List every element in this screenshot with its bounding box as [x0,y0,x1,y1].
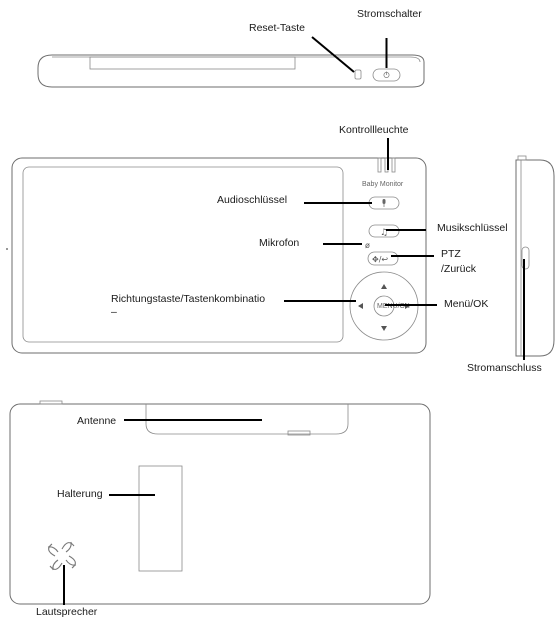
antenna-notch [287,430,311,436]
ptz-back-key [367,251,399,266]
top-bump [39,400,63,405]
speaker-grille-icon [47,541,77,571]
music-note-icon: ♫ [380,228,388,238]
ok-button-text: MENU/OK [377,303,410,310]
arrow-down-icon [381,326,387,331]
holder-label: Halterung [57,488,103,500]
power-switch [372,68,401,82]
reset-label: Reset-Taste [249,22,305,34]
side-view: Stromanschluss [467,155,555,374]
screen [22,166,344,343]
top-view: Reset-Taste Stromschalter [37,8,425,88]
reset-button [354,69,362,80]
side-dot [6,248,8,250]
direction-label-cont: – [111,306,117,318]
reset-leader [311,36,355,73]
direction-label: Richtungstaste/Tastenkombinatio [111,293,265,305]
arrow-up-icon [381,284,387,289]
indicator-lights [377,157,396,173]
front-view: Baby Monitor ♫ ø ✥/↩ MENU/OK Kontrollleu… [6,124,508,354]
power-icon [383,71,390,78]
arrow-left-icon [358,303,363,309]
power-port-label: Stromanschluss [467,362,542,374]
back-label: /Zurück [441,263,477,275]
microphone-hole: ø [365,241,370,250]
menu-ok-label: Menü/OK [444,298,488,310]
speaker-label: Lautsprecher [36,606,98,618]
brand-text: Baby Monitor [362,181,404,188]
ptz-back-icon: ✥/↩ [372,255,388,264]
holder-slot [138,465,183,572]
antenna-housing [145,404,349,435]
microphone-label: Mikrofon [259,237,299,249]
power-switch-label: Stromschalter [357,8,422,20]
indicator-label: Kontrollleuchte [339,124,409,136]
back-view: Antenne Halterung Lautsprecher [9,400,431,618]
top-stand-slot [89,56,296,70]
microphone-icon [382,199,386,207]
music-key-label: Musikschlüssel [437,222,508,234]
antenna-label: Antenne [77,415,116,427]
power-port [521,246,530,270]
audio-key-label: Audioschlüssel [217,194,287,206]
ptz-label: PTZ [441,248,461,260]
